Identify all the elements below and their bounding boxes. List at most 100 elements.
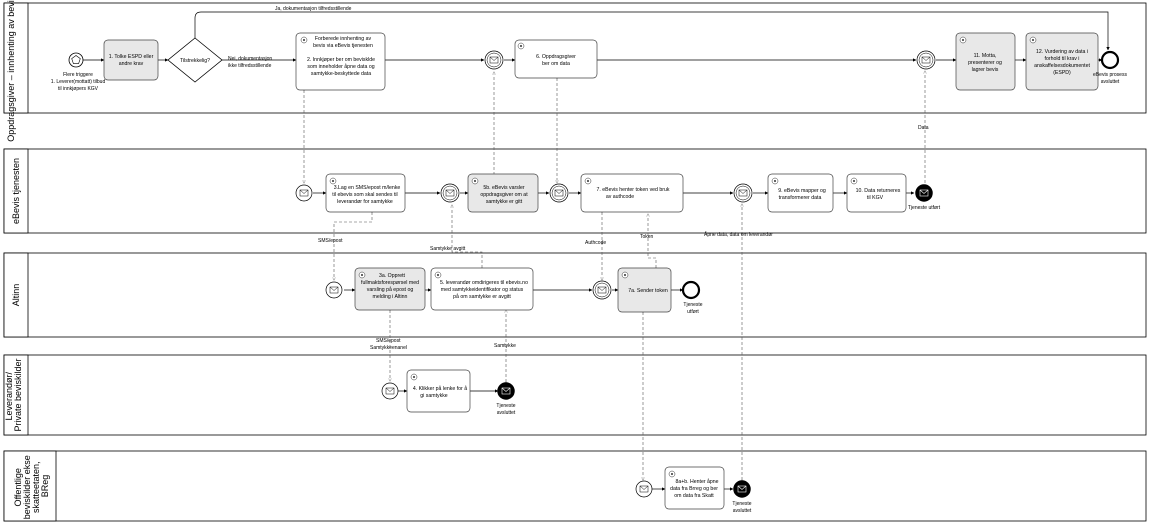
task-3-line-1: 3.Lag en SMS/epost m/lenke [334,185,401,191]
label-sms-epost-2a: SMS/epost [376,338,401,344]
label-samtykke-avgitt: Samtykke avgitt [430,246,466,252]
task-8-line-3: om data fra Skatt [674,493,714,499]
lane-label-oppdragsgiver: Oppdragsgiver – innhenting av bevis KGV [6,0,16,142]
gear-icon [329,177,337,185]
end-event-l3[interactable] [681,280,701,300]
label-nei-1: Nei, dokumentasjon [228,56,272,62]
task-2-line-4: 2. Innkjøper ber om bevisklde [307,57,375,63]
gear-icon [517,42,525,50]
task-7a-line-1: 7a. Sender token [628,288,668,294]
task-6-oppdragsgiver-ber[interactable]: 6. Oppdragsgiver ber om data [514,39,598,79]
label-sms-epost: SMS/epost [318,238,343,244]
end-message-l5[interactable] [733,480,751,498]
message-flows [304,71,925,480]
task-3-lag-sms[interactable]: 3.Lag en SMS/epost m/lenke til ebevis so… [325,173,406,213]
task-12-line-3: anskaffelsesdokumentet [1034,63,1090,69]
task-5-omdirigeres[interactable]: 5. leverandør omdirigeres til ebevis.no … [430,267,534,311]
end-l2-label: Tjeneste utført [908,205,941,211]
flow-labels: Ja, dokumentasjon tilfredsstillende Nei,… [228,6,929,351]
lane-offentlige: Offentlige beviskilder ekse skatteetaten… [3,450,1147,522]
message-start-l4[interactable] [381,382,399,400]
task-9-line-1: 9. eBevis mapper og [778,188,826,194]
task-5b-line-3: samtykke er gitt [486,199,523,205]
task-5b-line-1: 5b. eBevis varsler [483,185,525,191]
gear-icon [410,373,418,381]
start-label-1: Flere triggere [63,72,93,78]
task-6-line-2: ber om data [542,61,570,67]
end-l5-label-1: Tjeneste [732,501,751,507]
gear-icon [668,470,676,478]
task-2-innkjoper-ber[interactable]: Forberede innhenting av bevis via eBevis… [295,32,386,91]
start-label-2: 1. Leverer(mottatt) tilbud [51,79,106,85]
label-sms-epost-2b: Samtykkeenanel [370,345,407,351]
task-1-line-2: andre krav [119,61,144,67]
task-10-data-returneres[interactable]: 10. Data returneres til KGV [846,173,907,213]
end-ebevis-label-2: avsluttet [1101,79,1120,85]
task-3a-opprett[interactable]: 3a. Opprett fullmaktsforespørsel med var… [354,267,426,311]
task-1-tolke-espd[interactable]: 1. Tolke ESPD eller andre krav [103,39,159,81]
task-2-line-5: som inneholder åpne data og [307,63,374,70]
gear-icon [584,177,592,185]
end-l4-label-1: Tjeneste [496,403,515,409]
task-9-mapper[interactable]: 9. eBevis mapper og transformerer data [767,173,834,213]
sequence-flows [82,11,1110,491]
envelope-icon [299,189,309,197]
task-1-line-1: 1. Tolke ESPD eller [109,54,154,60]
message-event-l2-c[interactable] [733,183,753,203]
task-8-henter-apne-data[interactable]: 8a+b. Henter åpne data fra Brreg og ber … [664,466,725,510]
task-3a-line-4: melding i Altinn [373,294,408,300]
label-authcode: Authcode [585,240,606,246]
message-start-l2[interactable] [295,184,313,202]
envelope-icon [639,485,649,493]
envelope-icon [737,485,747,493]
gear-icon [959,36,967,44]
task-11-line-1: 11. Motta, [974,53,997,59]
start-label-3: til innkjøpers KGV [58,86,99,92]
task-5-line-3: på om samtykke er avgitt [453,293,511,300]
pentagon-icon [71,55,81,64]
task-4-line-2: gi samtykke [420,393,448,399]
task-5b-line-2: oppdragsgiver om at [480,192,528,198]
message-start-l5[interactable] [635,480,653,498]
task-11-motta[interactable]: 11. Motta, presenterer og lagrer bevis [955,32,1016,91]
task-12-line-4: (ESPD) [1053,70,1071,76]
envelope-icon [921,56,931,64]
envelope-icon [489,56,499,64]
lane-altinn: Altinn [3,252,1147,338]
task-5b-varsler[interactable]: 5b. eBevis varsler oppdragsgiver om at s… [467,173,539,213]
message-event-l1-a[interactable] [484,50,504,70]
end-event-ebevis[interactable] [1100,50,1120,70]
message-event-l1-b[interactable] [916,50,936,70]
label-samtykke: Samtykke [494,343,516,349]
lane-label-offentlige-3: skatteetaten, [31,461,41,513]
task-7-line-1: 7. eBevis henter token ved bruk [597,187,670,193]
task-8-line-2: data fra Brreg og ber [670,486,718,492]
task-12-line-2: forhold til krav i [1045,56,1080,62]
task-2-line-6: samtykke-beskyttede data [311,71,371,77]
message-event-l2-b[interactable] [549,183,569,203]
lane-label-leverandor-2: Private beviskilder [13,358,23,431]
label-apne-data: Åpne data, data om leverandør [704,231,773,238]
message-start-l3[interactable] [325,281,343,299]
envelope-icon [597,286,607,294]
task-4-line-1: 4. Klikker på lenke for å [413,385,467,392]
gear-icon [471,177,479,185]
message-event-l2-a[interactable] [440,183,460,203]
message-event-l3[interactable] [592,280,612,300]
task-7a-sender-token[interactable]: 7a. Sender token [617,267,672,313]
end-message-l2[interactable] [915,184,933,202]
task-7-henter-token[interactable]: 7. eBevis henter token ved bruk av authc… [580,173,684,213]
gateway-tilstrekkelig[interactable]: Tilstrekkelig? [167,37,223,83]
task-4-klikker[interactable]: 4. Klikker på lenke for å gi samtykke [406,369,471,413]
lane-label-leverandor-1: Leverandør/ [4,371,14,420]
task-5-line-1: 5. leverandør omdirigeres til ebevis.no [440,280,528,286]
label-ja: Ja, dokumentasjon tilfredsstillende [275,6,352,12]
start-event[interactable] [68,52,84,68]
gear-icon [434,271,442,279]
task-12-vurdering[interactable]: 12. Vurdering av data i forhold til krav… [1025,32,1099,91]
envelope-icon [738,189,748,197]
task-3a-line-3: varsling på epost og [367,286,414,293]
label-token: Token [640,234,654,240]
task-10-line-2: til KGV [867,195,884,201]
end-message-l4[interactable] [497,382,515,400]
